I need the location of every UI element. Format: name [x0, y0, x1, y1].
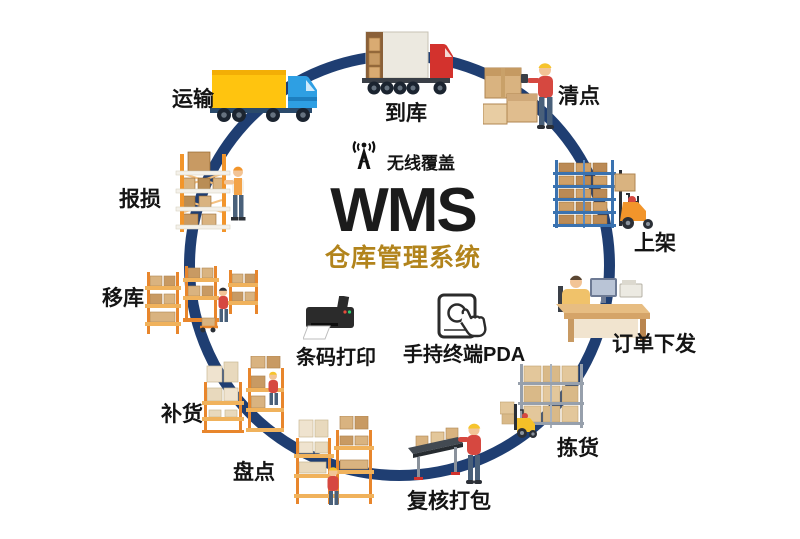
handheld-pda-label: 手持终端PDA — [403, 344, 526, 366]
orange-shelves-pallet-jack-icon — [144, 266, 258, 340]
node-label-stocktaking: 盘点 — [233, 461, 275, 484]
blue-rack-forklift-icon — [553, 160, 657, 234]
node-label-counting: 清点 — [558, 85, 600, 108]
wms-subtitle: 仓库管理系统 — [324, 244, 481, 272]
blue-truck-icon — [210, 66, 332, 124]
node-label-arrival: 到库 — [385, 102, 427, 125]
wms-title: WMS — [330, 176, 478, 245]
shelf-inspector-icon — [172, 150, 254, 236]
wireless-coverage-label: 无线覆盖 — [387, 154, 455, 173]
antenna-icon — [346, 139, 382, 175]
node-label-replenishment: 补货 — [161, 403, 203, 426]
node-label-relocation: 移库 — [102, 287, 144, 310]
node-label-review-packing: 复核打包 — [407, 490, 491, 513]
node-label-transport: 运输 — [172, 88, 214, 111]
red-truck-icon — [350, 30, 456, 102]
node-label-picking: 拣货 — [557, 437, 599, 460]
orange-shelves-worker-icon — [292, 416, 374, 508]
node-label-damage-report: 报损 — [119, 188, 161, 211]
gray-rack-forklift-icon — [500, 364, 586, 442]
desk-computer-icon — [556, 270, 650, 344]
node-label-shelving: 上架 — [634, 232, 676, 255]
printer-icon — [303, 296, 361, 340]
pda-touch-icon — [437, 293, 497, 341]
conveyor-packing-icon — [408, 420, 494, 490]
node-label-order-dispatch: 订单下发 — [612, 333, 696, 356]
boxes-scanning-worker-icon — [483, 50, 565, 142]
barcode-print-label: 条码打印 — [296, 347, 376, 369]
orange-shelves-boxes-icon — [201, 356, 293, 434]
